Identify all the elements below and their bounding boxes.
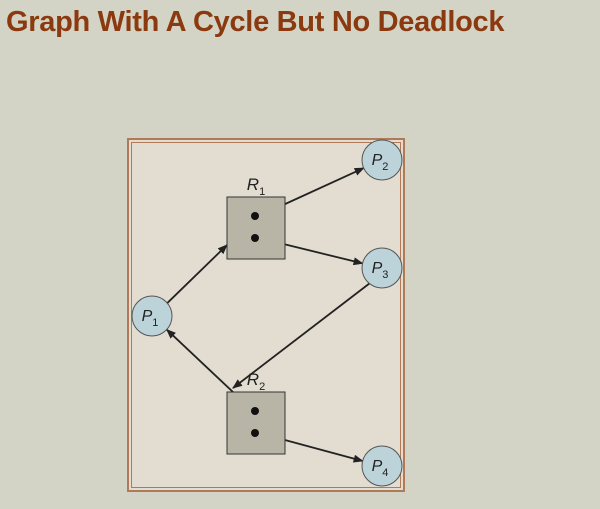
process-node bbox=[361, 445, 403, 487]
resource-r1: R1 bbox=[226, 175, 286, 260]
process-p3: P3 bbox=[361, 247, 403, 289]
process-label: P3 bbox=[372, 260, 389, 281]
diagram-frame-inner-border bbox=[131, 142, 401, 488]
resource-box bbox=[226, 196, 286, 260]
resource-instance-dot bbox=[251, 234, 259, 242]
process-label: P4 bbox=[372, 458, 389, 479]
resource-instance-dot bbox=[251, 429, 259, 437]
edge-p3-to-r2 bbox=[232, 282, 370, 389]
process-node bbox=[361, 139, 403, 181]
process-p4: P4 bbox=[361, 445, 403, 487]
resource-r2: R2 bbox=[226, 370, 286, 455]
resource-instance-dot bbox=[251, 212, 259, 220]
process-label: P1 bbox=[142, 308, 159, 329]
resource-box bbox=[226, 391, 286, 455]
slide-title: Graph With A Cycle But No Deadlock bbox=[6, 6, 505, 38]
resource-instance-dot bbox=[251, 407, 259, 415]
process-p1: P1 bbox=[131, 295, 173, 337]
edge-p1-to-r1 bbox=[166, 244, 228, 304]
process-node bbox=[131, 295, 173, 337]
resource-label: R2 bbox=[247, 370, 265, 393]
process-p2: P2 bbox=[361, 139, 403, 181]
process-node bbox=[361, 247, 403, 289]
process-label: P2 bbox=[372, 152, 389, 173]
resource-label: R1 bbox=[247, 175, 265, 198]
